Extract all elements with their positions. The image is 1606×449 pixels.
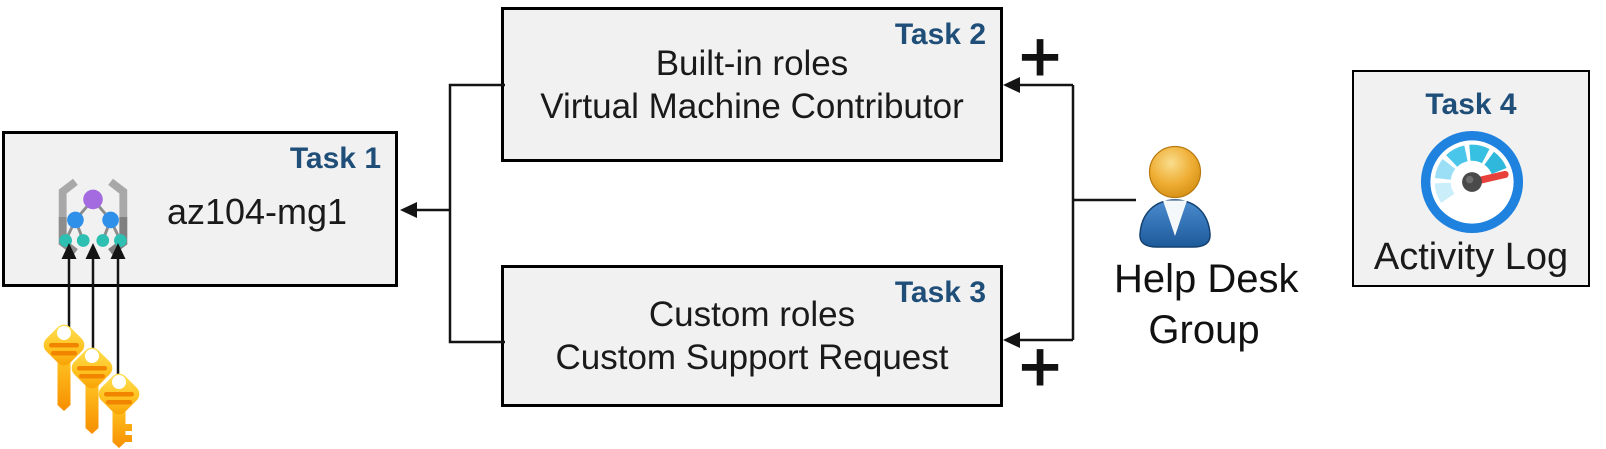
help-desk-group-label-line2: Group xyxy=(1148,308,1260,352)
mg-node-blue xyxy=(67,211,84,229)
key-icon-1 xyxy=(43,324,85,411)
task1-box: Task 1 xyxy=(2,131,398,287)
key-icon-3 xyxy=(98,373,140,448)
gauge-hub-highlight xyxy=(1465,175,1474,184)
task3-badge: Task 3 xyxy=(894,276,986,309)
task2-line1: Built-in roles xyxy=(655,43,849,83)
user-icon xyxy=(1139,145,1211,248)
plus-sign-top: + xyxy=(1015,21,1065,90)
mg-node-purple xyxy=(83,189,103,210)
task2-box: Task 2 Built-in roles Virtual Machine Co… xyxy=(501,7,1003,162)
person-head xyxy=(1148,145,1202,199)
arrowhead-into-task1 xyxy=(400,202,417,218)
access-keys-icon xyxy=(43,324,140,448)
activity-log-gauge-icon xyxy=(1420,130,1524,234)
mg-node-teal xyxy=(59,234,72,247)
plus-sign-bottom: + xyxy=(1015,331,1065,400)
task2-badge: Task 2 xyxy=(894,18,986,51)
key-icon-2 xyxy=(71,347,113,434)
task3-line1: Custom roles xyxy=(648,295,856,334)
help-desk-group-label-line1: Help Desk xyxy=(1114,257,1299,301)
person-collar xyxy=(1163,200,1187,236)
mg-node-teal xyxy=(114,234,127,247)
management-group-icon xyxy=(58,178,128,256)
help-desk-group-label: Help Desk Group xyxy=(1114,254,1299,356)
mg-tree-nodes xyxy=(59,189,127,247)
gauge-segments xyxy=(1434,144,1507,203)
mg-node-blue xyxy=(102,211,119,229)
task4-caption: Activity Log xyxy=(1373,236,1569,278)
task2-line2: Virtual Machine Contributor xyxy=(540,86,964,126)
connector-bracket-left xyxy=(416,83,505,344)
mg-node-teal xyxy=(96,234,110,247)
task4-box: Task 4 Activity Log xyxy=(1352,70,1590,287)
task4-badge: Task 4 xyxy=(1425,88,1517,121)
task3-line2: Custom Support Request xyxy=(555,338,949,377)
mg-node-teal xyxy=(76,234,90,247)
task3-box: Task 3 Custom roles Custom Support Reque… xyxy=(501,265,1003,407)
management-group-name: az104-mg1 xyxy=(166,191,348,232)
task1-badge: Task 1 xyxy=(289,142,381,175)
